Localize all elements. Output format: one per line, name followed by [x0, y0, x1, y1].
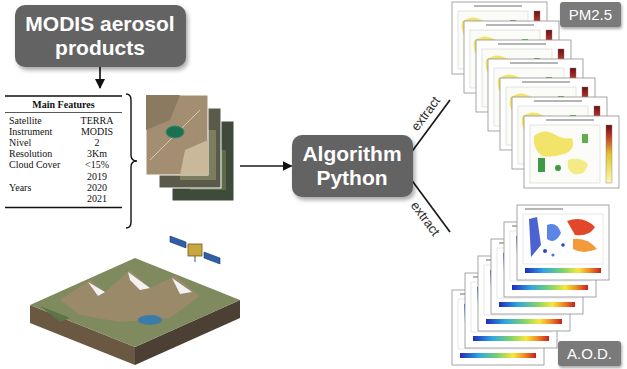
satellite-icon [188, 244, 202, 256]
curly-brace [126, 94, 137, 228]
table-value: MODIS [72, 126, 122, 137]
edge-label: extract [408, 199, 443, 239]
output-stack: A.O.D. [450, 205, 627, 369]
table-heading: Main Features [5, 99, 122, 110]
table-rule [5, 207, 122, 208]
table-rule [5, 95, 122, 96]
table-value: TERRA [72, 115, 122, 126]
table-rules [5, 96, 122, 208]
table-row-label: Satellite [9, 115, 42, 126]
satellite-image [166, 126, 184, 138]
input-group: Main FeaturesSatellite TERRA Instrument MOD… [3, 88, 240, 232]
satellite-image-stack [146, 95, 234, 201]
satellite-image [180, 140, 208, 175]
process-box: Algorithm Python [292, 135, 413, 196]
satellite-image [150, 110, 200, 160]
satellite-image [146, 95, 180, 130]
source-box: MODIS aerosol products [15, 5, 186, 66]
connector [99, 67, 101, 88]
box-label: MODIS aerosol products [25, 12, 176, 59]
terrain-block [138, 315, 162, 325]
table-row-label: Resolution [9, 148, 52, 159]
pm-map-card [524, 116, 619, 188]
connector [240, 165, 292, 167]
table-value: <15% [72, 159, 122, 170]
satellite-icon [170, 236, 186, 248]
output-badge: PM2.5 [560, 2, 621, 27]
table-value: 2 [72, 137, 122, 148]
output-stack: PM2.5 [450, 0, 627, 200]
table-row-label: Cloud Cover [9, 159, 60, 170]
terrain-block [30, 258, 240, 365]
satellite-icon [195, 256, 196, 262]
table-value: 2019 2020 2021 [84, 171, 110, 204]
satellite-icon [204, 252, 220, 264]
aod-map-card [517, 205, 609, 280]
table-rule [5, 112, 122, 113]
output-badge: A.O.D. [558, 341, 621, 366]
terrain-block [40, 306, 70, 322]
satellite-icon [170, 236, 220, 264]
box-label: Algorithm Python [302, 142, 403, 189]
edge-label: extract [408, 93, 443, 133]
table-row-label: Instrument [9, 126, 52, 137]
satellite-image [146, 95, 208, 175]
pm-chart-stack [452, 2, 619, 188]
table-row-label: Nivel [9, 137, 31, 148]
terrain-block [60, 270, 200, 322]
table-value: 3Km [72, 148, 122, 159]
table-row-label: Years [9, 182, 31, 193]
terrain-block [88, 272, 192, 296]
terrain-block [30, 258, 240, 347]
